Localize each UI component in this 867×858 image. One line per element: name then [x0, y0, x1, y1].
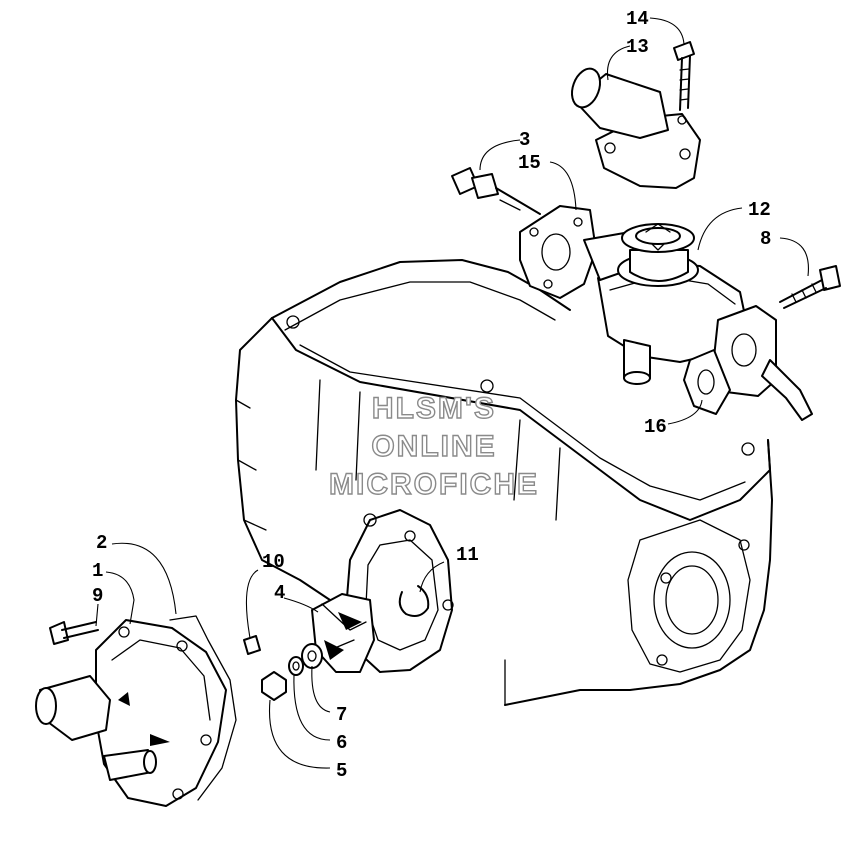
o-ring — [169, 615, 237, 801]
callout-2: 2 — [96, 532, 107, 554]
watermark-line-3: MICROFICHE — [329, 468, 539, 501]
water-pump-cover — [35, 619, 227, 807]
impeller — [311, 593, 375, 673]
callout-labels: 1 2 3 4 5 6 7 8 9 10 11 12 13 14 15 16 — [92, 8, 771, 782]
watermark-line-2: ONLINE — [371, 430, 496, 463]
snap-ring — [398, 585, 430, 617]
callout-5: 5 — [336, 760, 347, 782]
callout-12: 12 — [748, 199, 771, 221]
thermostat — [617, 223, 699, 287]
bolt-9 — [49, 621, 99, 645]
fitting-3 — [451, 167, 541, 215]
callout-13: 13 — [626, 36, 649, 58]
callout-8: 8 — [760, 228, 771, 250]
watermark: HLSM'S ONLINE MICROFICHE — [328, 391, 539, 501]
washer-6 — [288, 656, 304, 676]
callout-15: 15 — [518, 152, 541, 174]
callout-7: 7 — [336, 704, 347, 726]
callout-3: 3 — [519, 129, 530, 151]
callout-10: 10 — [262, 551, 285, 573]
plug-10 — [243, 635, 261, 655]
washer-7 — [301, 643, 323, 669]
leader-lines — [95, 17, 809, 769]
water-outlet-elbow — [570, 67, 701, 189]
bolt-14 — [673, 41, 695, 111]
callout-11: 11 — [456, 544, 479, 566]
pipe-fitting-16 — [683, 305, 813, 421]
callout-14: 14 — [626, 8, 649, 30]
callout-9: 9 — [92, 585, 103, 607]
callout-4: 4 — [274, 582, 285, 604]
bolt-8 — [779, 265, 841, 309]
callout-16: 16 — [644, 416, 667, 438]
nut-5 — [261, 671, 287, 701]
callout-6: 6 — [336, 732, 347, 754]
callout-1: 1 — [92, 560, 103, 582]
watermark-line-1: HLSM'S — [372, 392, 496, 425]
